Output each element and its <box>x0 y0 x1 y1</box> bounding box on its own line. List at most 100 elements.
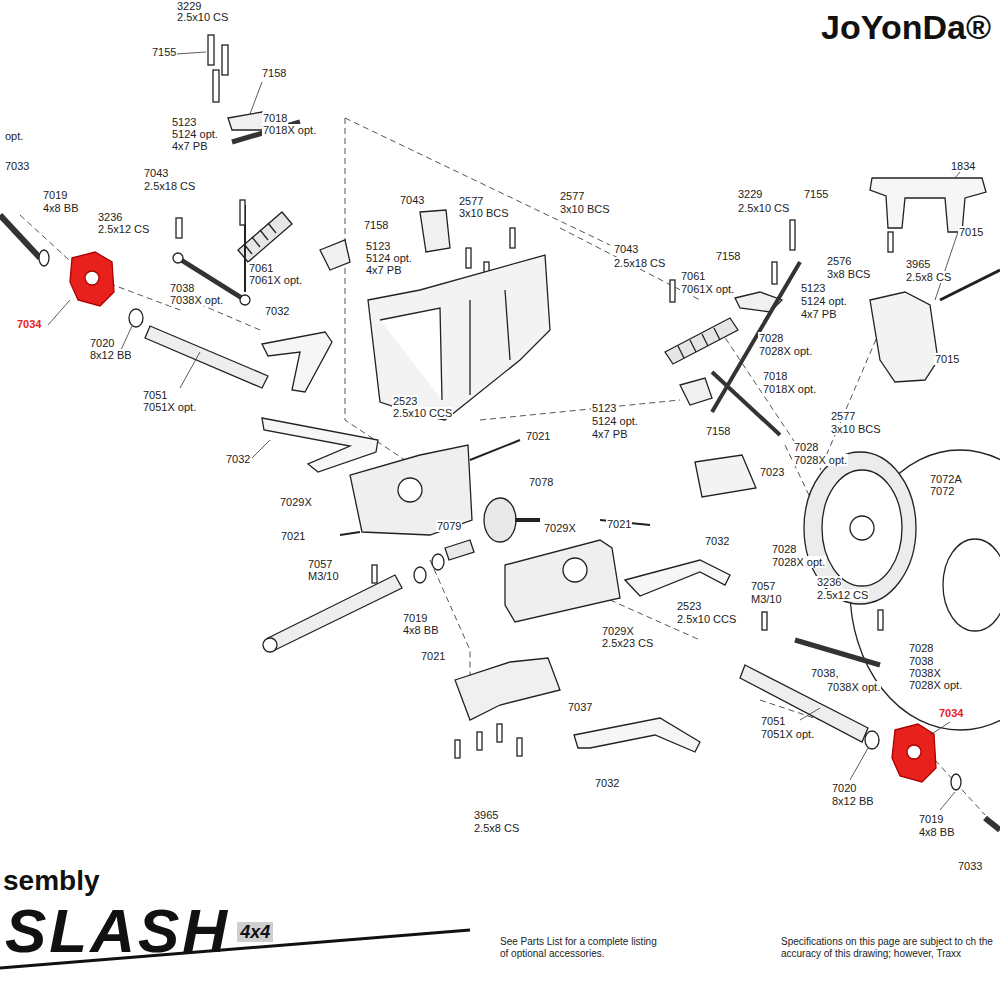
callout-number: 7038 <box>169 282 195 294</box>
callout-number: 7158 <box>705 425 731 437</box>
callout-number: 5124 opt. <box>171 128 219 140</box>
callout-number: 3236 <box>97 211 123 223</box>
callout-number: 4x7 PB <box>800 308 837 320</box>
callout-number: 7018 <box>762 370 788 382</box>
callout-number: 7072A <box>929 473 963 485</box>
callout-number: 2.5x23 CS <box>601 637 654 649</box>
callout-number: 7021 <box>525 430 551 442</box>
callout-number: 5123 <box>171 116 197 128</box>
callout-number: 7043 <box>143 167 169 179</box>
callout-number: 7015 <box>934 353 960 365</box>
callout-number: 2577 <box>458 195 484 207</box>
callout-number: 7051X opt. <box>760 728 815 740</box>
callout-number: 7033 <box>957 860 983 872</box>
callout-number: 7028 <box>758 332 784 344</box>
callout-number: 3x8 BCS <box>826 268 871 280</box>
callout-number: 7032 <box>225 453 251 465</box>
callout-number: 2.5x10 CS <box>737 202 790 214</box>
callout-number: 7018X opt. <box>762 383 817 395</box>
callout-number: 7019 <box>918 813 944 825</box>
callout-number: 5123 <box>591 402 617 414</box>
callout-number: 3965 <box>905 258 931 270</box>
callout-number: 3229 <box>737 188 763 200</box>
callout-number: 3x10 BCS <box>830 423 882 435</box>
callout-number: 2577 <box>559 190 585 202</box>
callout-number: 7158 <box>363 219 389 231</box>
callout-number: 7034 <box>938 707 964 719</box>
callout-number: 8x12 BB <box>89 349 133 361</box>
callout-number: 7018 <box>262 112 288 124</box>
callout-number: 7028 <box>793 441 819 453</box>
callout-number: 7043 <box>399 194 425 206</box>
callout-number: 7057 <box>750 580 776 592</box>
callout-number: 7020 <box>89 337 115 349</box>
callout-number: 3965 <box>473 809 499 821</box>
callout-number: 3236 <box>816 576 842 588</box>
callout-number: 7028 <box>771 543 797 555</box>
callout-number: 7028 <box>908 642 934 654</box>
callout-number: 7057 <box>307 558 333 570</box>
callout-number: 2.5x8 CS <box>905 271 952 283</box>
callout-number: 7023 <box>759 466 785 478</box>
callout-number: 4x7 PB <box>591 428 628 440</box>
callout-number: 7038X opt. <box>826 681 881 693</box>
callout-number: 7061X opt. <box>680 283 735 295</box>
callout-number: 5124 opt. <box>800 295 848 307</box>
watermark: JoYonDa® <box>820 8 992 46</box>
callout-number: 7038 <box>908 655 934 667</box>
callout-number: M3/10 <box>307 570 340 582</box>
callout-number: 5123 <box>365 240 391 252</box>
callout-number: 2523 <box>392 395 418 407</box>
callout-number: 7029X <box>279 496 313 508</box>
callout-number: 2.5x12 CS <box>816 589 869 601</box>
callout-number: M3/10 <box>750 593 783 605</box>
callout-number: 7061X opt. <box>248 274 303 286</box>
callout-number: 7051 <box>760 715 786 727</box>
callout-number: 2577 <box>830 410 856 422</box>
callout-number: 7021 <box>280 530 306 542</box>
callout-number: 7019 <box>402 612 428 624</box>
callout-number: 2576 <box>826 255 852 267</box>
callout-number: 7061 <box>680 270 706 282</box>
footnote: Specifications on this page are subject … <box>780 936 996 960</box>
title-logo: 4x4 <box>237 922 273 942</box>
callout-number: 2.5x18 CS <box>143 180 196 192</box>
callout-number: 4x7 PB <box>365 264 402 276</box>
callout-number: 4x8 BB <box>918 826 955 838</box>
callout-number: 7032 <box>594 777 620 789</box>
callout-number: 7158 <box>261 67 287 79</box>
callout-number: 5124 opt. <box>591 415 639 427</box>
callout-number: 7033 <box>4 160 30 172</box>
callout-number: 7018X opt. <box>262 124 317 136</box>
callout-number: 2.5x8 CS <box>473 822 520 834</box>
callout-number: 7072 <box>929 485 955 497</box>
callout-number: 7028X opt. <box>908 679 963 691</box>
callout-number: 7038X opt. <box>169 294 224 306</box>
callout-number: 2.5x18 CS <box>613 257 666 269</box>
callout-number: 7029X <box>543 522 577 534</box>
callout-number: 7043 <box>613 243 639 255</box>
callout-number: 2523 <box>676 600 702 612</box>
callout-number: 7079 <box>436 520 462 532</box>
callout-number: 7158 <box>715 250 741 262</box>
title-logo: sembly <box>2 866 101 896</box>
callout-number: 2.5x10 CCS <box>676 613 737 625</box>
callout-number: 3x10 BCS <box>458 207 510 219</box>
callout-number: 7029X <box>601 625 635 637</box>
title-logo: SLASH <box>4 898 231 964</box>
callout-number: 8x12 BB <box>831 795 875 807</box>
callout-number: 2.5x10 CCS <box>392 407 453 419</box>
callout-number: 4x7 PB <box>171 140 208 152</box>
callout-number: 7155 <box>151 46 177 58</box>
callout-number: 7015 <box>958 226 984 238</box>
callout-number: 7061 <box>248 262 274 274</box>
callout-number: 7155 <box>803 188 829 200</box>
callout-number: 7037 <box>567 701 593 713</box>
callout-number: 7038X <box>908 667 942 679</box>
callout-number: 4x8 BB <box>42 202 79 214</box>
callout-number: 7051 <box>142 389 168 401</box>
callout-number: 7020 <box>831 782 857 794</box>
callout-number: 7028X opt. <box>758 345 813 357</box>
callout-number: 7032 <box>264 305 290 317</box>
